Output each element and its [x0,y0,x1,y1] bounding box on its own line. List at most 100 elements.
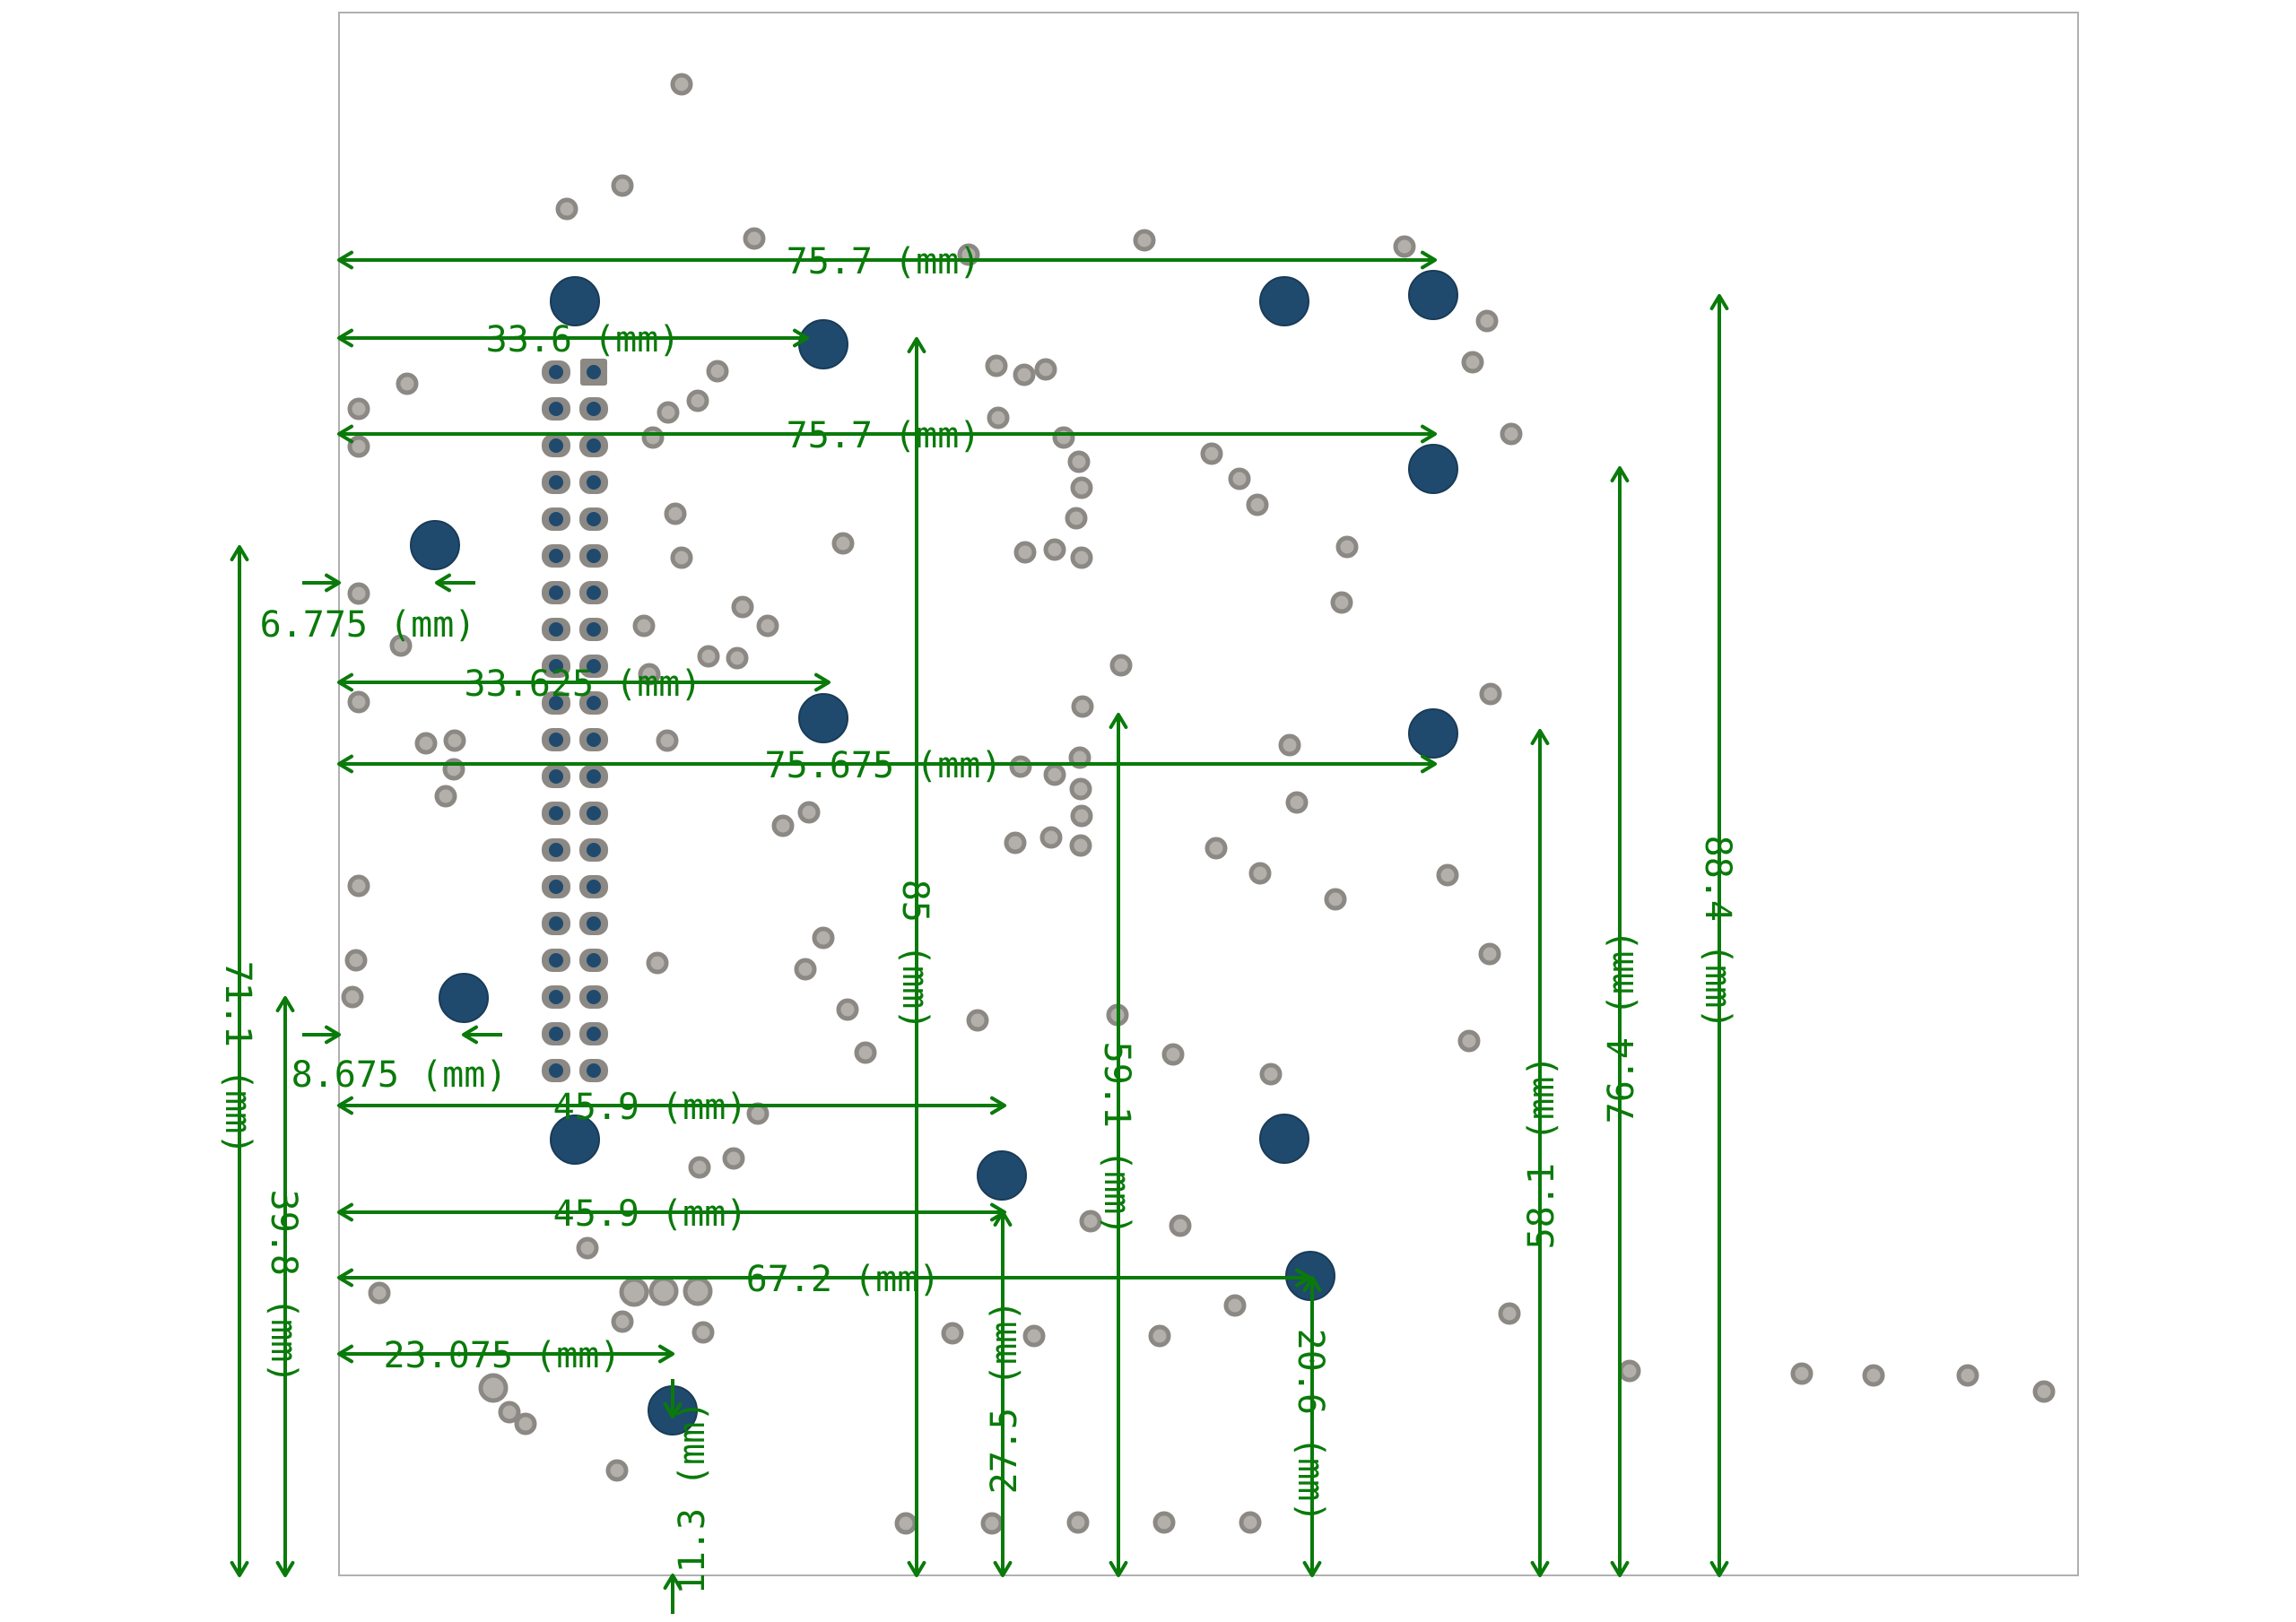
via [1069,777,1092,801]
via [347,582,370,605]
arrowhead [1709,294,1729,310]
dimension-h-1: 33.6 (mm) [339,319,807,360]
header-pin [579,985,608,1009]
header-pin [542,728,570,751]
mounting-hole [550,276,600,326]
via [688,1156,711,1179]
via [478,1373,509,1403]
dimension-v-7: 58.1 (mm) [1521,731,1562,1575]
dimension-label: 8.675 (mm) [291,1054,508,1096]
via [831,532,855,555]
arrowhead [337,1344,353,1364]
header-pin [579,471,608,494]
via [1478,942,1501,966]
via [1324,888,1347,911]
header-pin [579,1022,608,1045]
arrowhead [462,1025,478,1045]
via [836,998,859,1021]
arrowhead [663,1574,683,1590]
header-pin [542,765,570,788]
mounting-hole [1408,708,1458,759]
via [1022,1324,1046,1348]
via [794,958,817,981]
dimension-v-8: 76.4 (mm) [1601,468,1642,1575]
header-pin [542,434,570,457]
arrowhead [337,424,353,444]
arrowhead [337,672,353,692]
mounting-hole [410,520,460,570]
header-pin [542,1022,570,1045]
via [1004,831,1027,854]
via [722,1147,745,1170]
via [414,732,438,755]
header-pin [579,618,608,641]
arrowhead [1530,1561,1550,1577]
via [1223,1294,1247,1317]
arrowhead [275,996,295,1012]
arrowhead [907,337,926,353]
dimension-label: 76.4 (mm) [1601,930,1642,1124]
via [368,1281,391,1305]
header-pin [579,434,608,457]
dimension-label: 33.625 (mm) [465,664,702,705]
via [1067,450,1091,473]
arrowhead [325,573,341,593]
arrowhead [337,328,353,348]
arrowhead [325,1025,341,1045]
arrowhead [1421,424,1437,444]
dimension-v-4: 27.5 (mm) [984,1212,1025,1575]
dimension-v-1: 39.8 (mm) [263,998,304,1575]
dimension-label: 88.4 (mm) [1697,836,1738,1030]
arrowhead [990,1096,1006,1115]
arrowhead [337,1202,353,1222]
dimension-label: 75.675 (mm) [765,745,1003,786]
via [656,729,679,752]
arrowhead [275,1561,295,1577]
header-pin [579,581,608,604]
header-pin [542,875,570,898]
via [632,614,656,638]
header-pin [579,728,608,751]
via [1278,733,1301,757]
arrowhead [1109,1561,1128,1577]
via [611,1310,634,1333]
arrowhead [1610,1561,1630,1577]
via [1009,755,1032,778]
dimension-label: 6.775 (mm) [260,604,476,646]
arrowhead [1302,1561,1322,1577]
via [498,1401,521,1424]
header-pin [579,655,608,678]
dimension-label: 11.3 (mm) [672,1401,713,1595]
via [1862,1364,1885,1387]
via [619,1277,649,1307]
header-pin [579,912,608,935]
dimension-h-0: 75.7 (mm) [339,241,1435,282]
via [1475,309,1499,333]
header-pin [542,655,570,678]
vertical-dimensions: 71.1 (mm) 39.8 (mm) 11.3 (mm) 85 (mm) 27… [217,296,1738,1614]
dimension-h-9: 67.2 (mm) [339,1259,1309,1300]
arrowhead [1421,250,1437,270]
header-pin [542,1059,570,1082]
dimension-label: 85 (mm) [894,880,935,1031]
via [396,372,419,395]
mounting-hole [977,1150,1027,1201]
dimension-v-2: 11.3 (mm) [671,1379,713,1614]
header-pin [542,912,570,935]
header-pin [542,471,570,494]
dimension-label: 27.5 (mm) [984,1300,1025,1495]
header-pin [542,544,570,568]
dimension-label: 20.6 (mm) [1290,1329,1331,1523]
via [1200,442,1223,465]
header-pin [579,838,608,862]
via [1052,426,1075,449]
via [347,435,370,458]
via [1790,1362,1813,1385]
via [1500,422,1523,446]
via [344,949,368,972]
via [1071,695,1094,718]
via [691,1321,715,1344]
via [797,801,821,824]
dimension-v-0: 71.1 (mm) [217,547,258,1575]
arrowhead [793,328,809,348]
